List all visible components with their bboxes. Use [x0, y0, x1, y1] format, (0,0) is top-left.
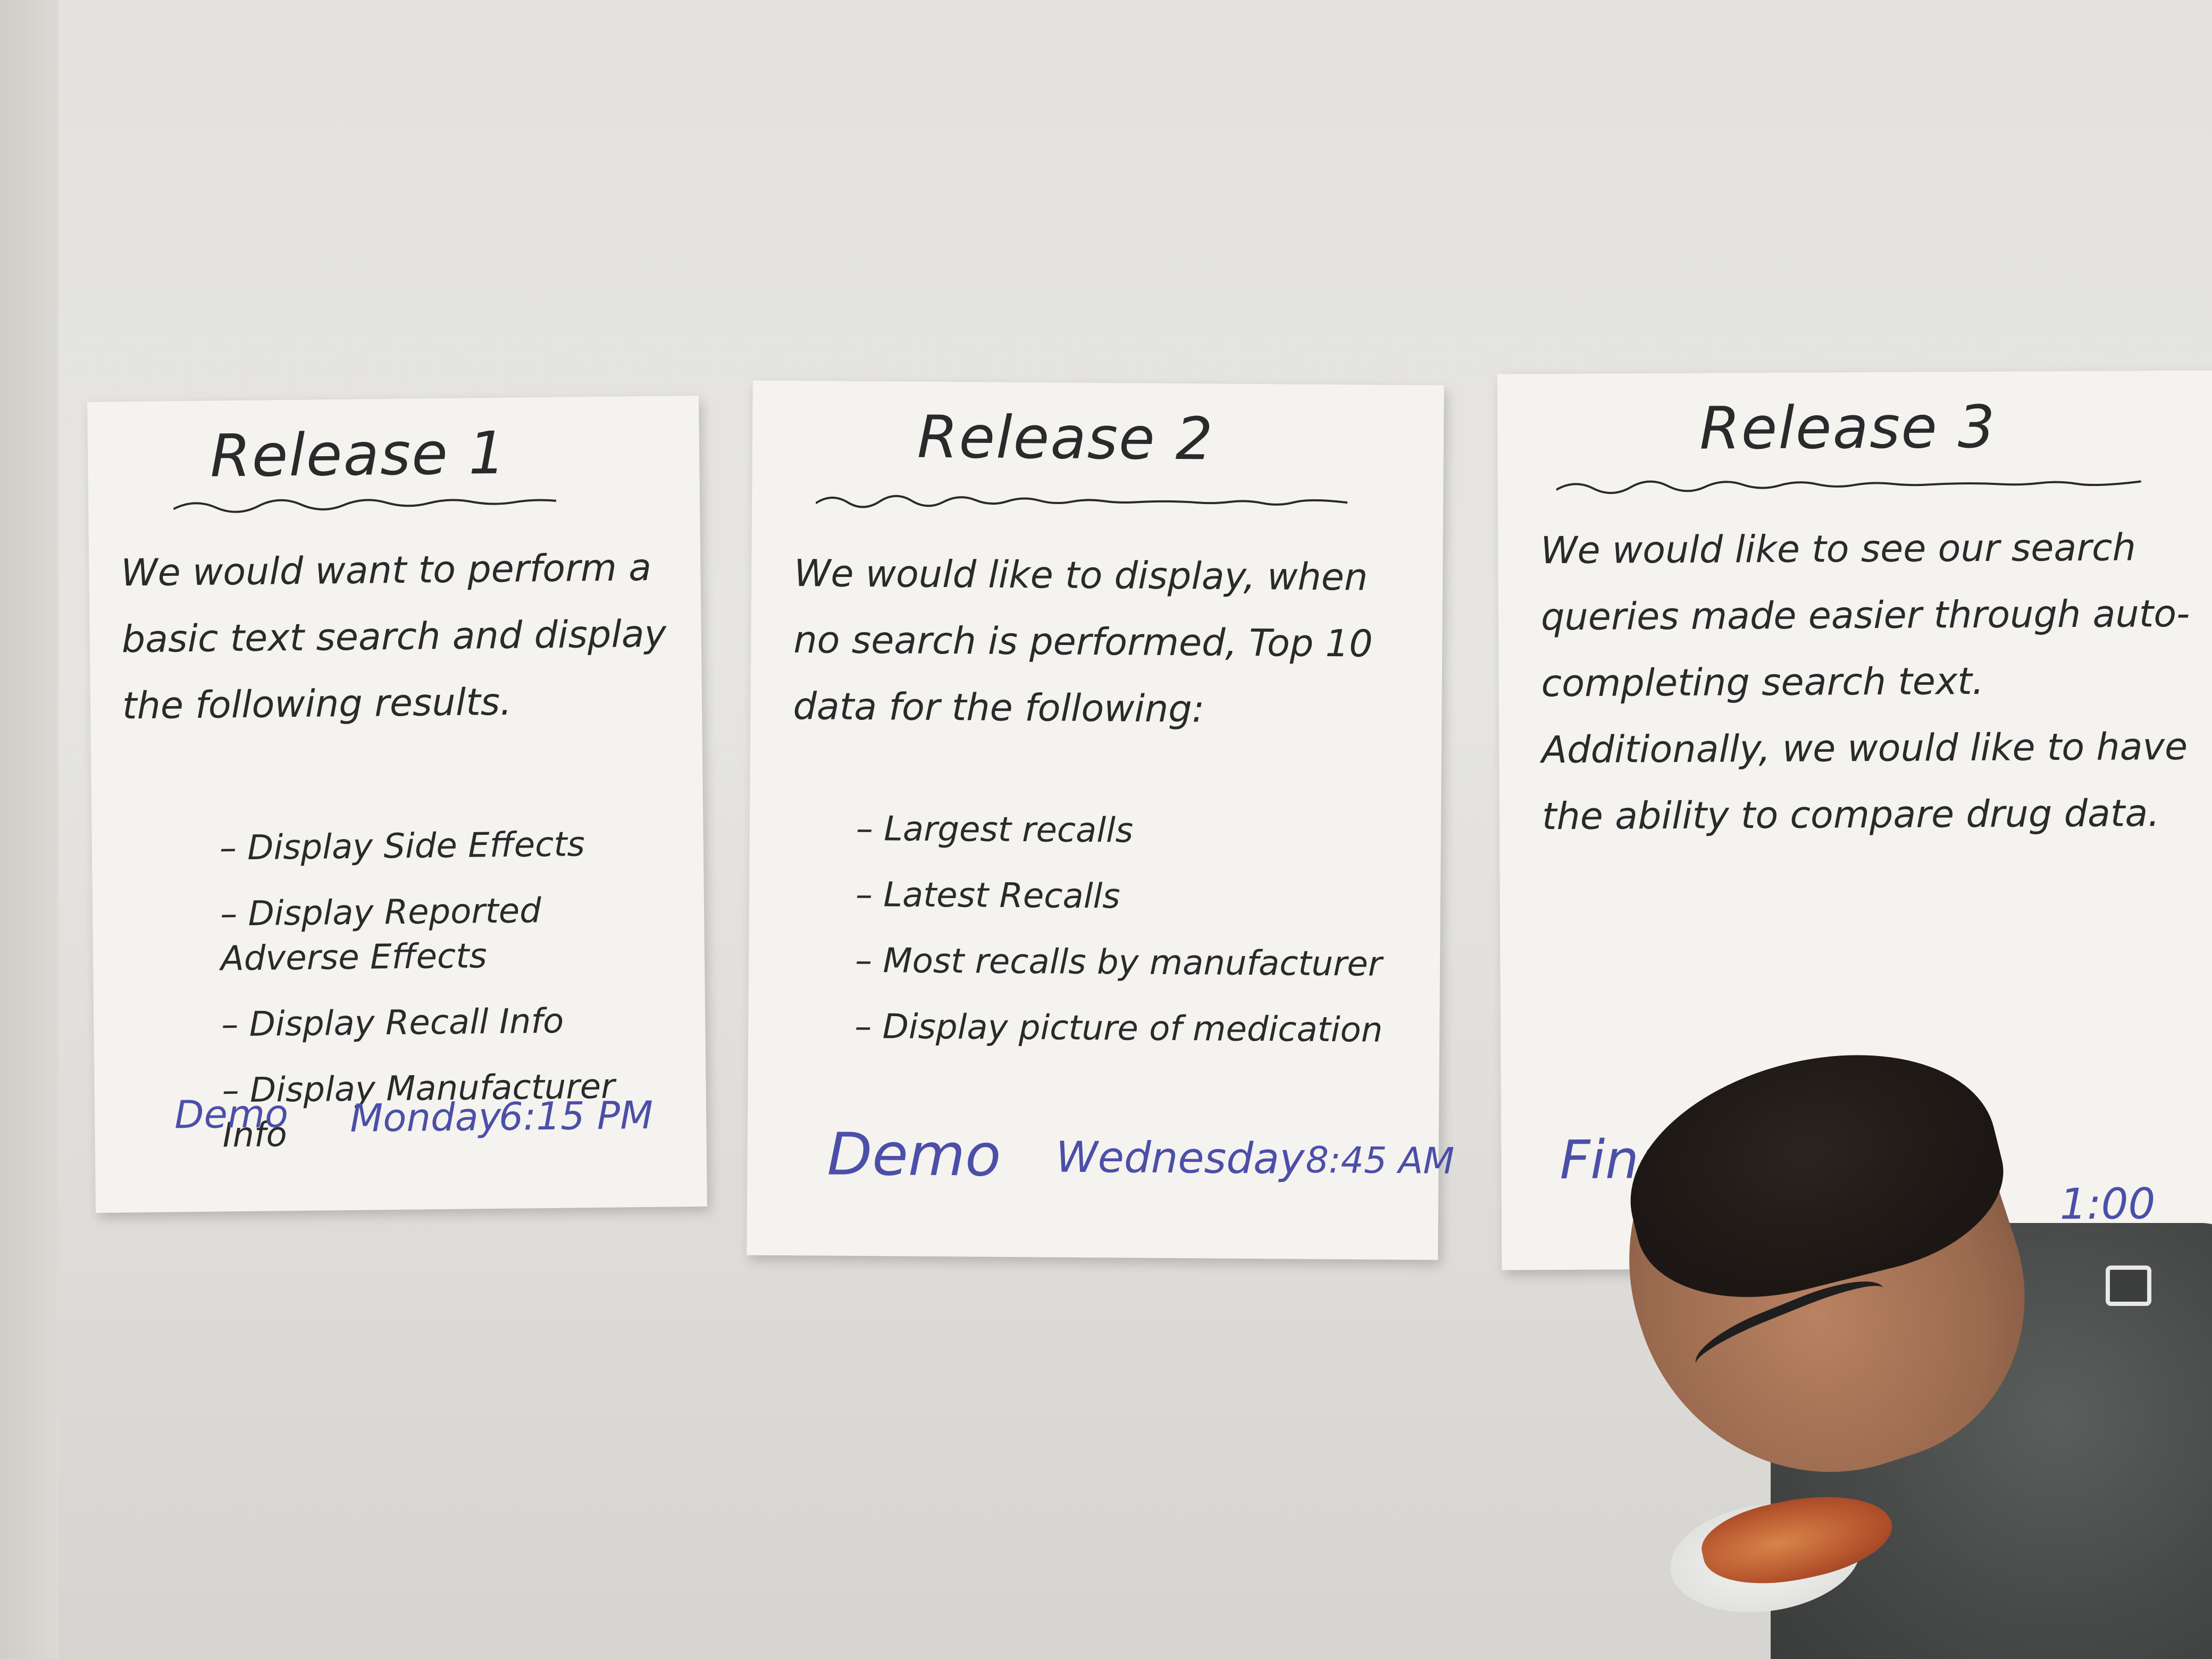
poster-release-2: Release 2 We would like to display, when…	[747, 380, 1454, 1260]
shirt-logo-icon	[2106, 1266, 2151, 1306]
poster-description: We would like to see our search queries …	[1540, 525, 2190, 839]
title-underline	[816, 495, 1348, 508]
demo-day: Wednesday	[1055, 1132, 1305, 1184]
title-underline	[1556, 480, 2141, 495]
list-item: Display picture of medication	[854, 1004, 1413, 1053]
poster-description: We would like to display, when no search…	[793, 551, 1373, 731]
poster-release-1: Release 1 We would want to perform a bas…	[87, 396, 707, 1213]
demo-time: 8:45 AM	[1305, 1139, 1455, 1183]
poster-release-3: Release 3 We would like to see our searc…	[1497, 370, 2212, 1270]
list-item: Display Reported Adverse Effects	[220, 887, 689, 981]
poster-title: Release 1	[210, 418, 507, 490]
poster-title: Release 3	[1699, 392, 1997, 463]
list-item: Most recalls by manufacturer	[855, 939, 1414, 987]
list-item: Largest recalls	[856, 807, 1415, 855]
title-underline	[173, 499, 557, 513]
demo-day: Monday	[349, 1094, 501, 1141]
poster-title: Release 2	[917, 403, 1214, 473]
poster-description: We would want to perform a basic text se…	[120, 545, 667, 728]
feature-list: Largest recalls Latest Recalls Most reca…	[854, 807, 1414, 1074]
list-item: Display Side Effects	[219, 821, 688, 870]
list-item: Display Recall Info	[221, 998, 690, 1047]
demo-time: 6:15 PM	[498, 1092, 653, 1139]
wall-corner	[0, 0, 58, 1659]
demo-time: 1:00	[2059, 1179, 2156, 1229]
list-item: Latest Recalls	[856, 873, 1414, 921]
demo-label: Demo	[827, 1120, 1001, 1189]
demo-label: Demo	[174, 1091, 289, 1137]
